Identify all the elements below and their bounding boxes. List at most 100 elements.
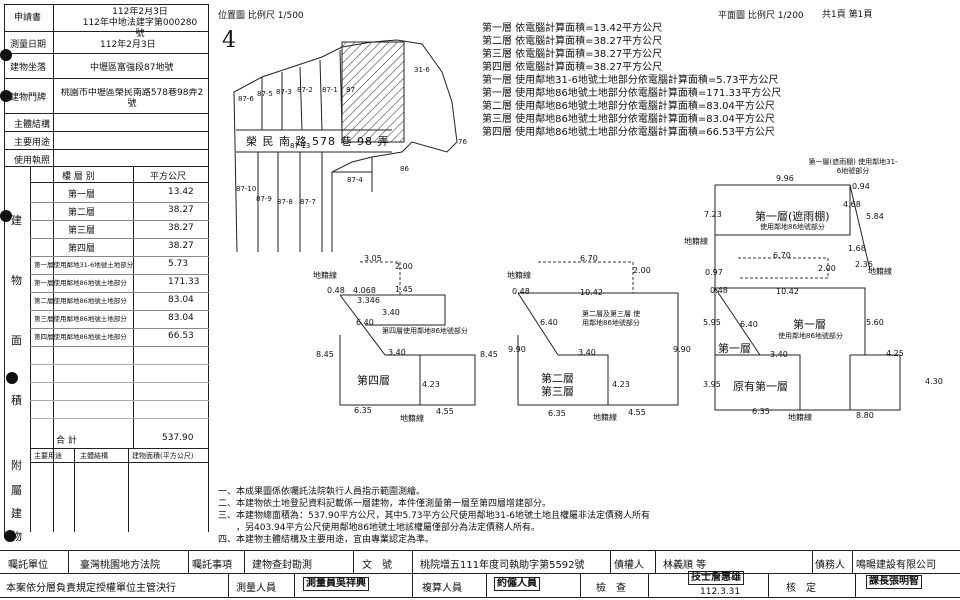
boundary-label: 地籍線	[593, 413, 617, 422]
dim: 5.60	[866, 318, 884, 327]
dim: 6.35	[354, 406, 372, 415]
attached-side-char: 物	[11, 530, 22, 543]
dim: 2.00	[818, 264, 836, 273]
commission-unit-label: 囑託單位	[8, 560, 48, 571]
structure-label: 主體結構	[14, 120, 51, 130]
recalc-label: 複算人員	[422, 583, 462, 594]
area-summary-line: 第三層 使用鄰地86地號土地部分依電腦計算面積=83.04平方公尺	[482, 114, 775, 125]
dim: 10.42	[776, 287, 799, 296]
area-value: 66.53	[168, 331, 194, 341]
area-floor-label: 第一層使用鄰地31-6地號土地部分	[34, 261, 134, 269]
area-floor-label: 第三層	[68, 226, 96, 236]
area-summary-line: 第二層 依電腦計算面積=38.27平方公尺	[482, 36, 663, 47]
note-line: 一、本成果圖係依囑託法院執行人員指示範圍測繪。	[218, 487, 426, 497]
parcel-label: 87	[346, 86, 355, 94]
note-line: ，另403.94平方公尺使用鄰地86地號土地該權屬僅部分為法定債務人所有。	[218, 523, 540, 533]
area-floor-label: 第四層	[68, 244, 96, 254]
floor4-sub: 第四層使用鄰地86地號部分	[382, 327, 468, 335]
parcel-label: 87-4	[347, 176, 363, 184]
dim: 0.48	[512, 287, 530, 296]
boundary-label: 地籍線	[507, 271, 531, 280]
parcel-label: 86	[400, 165, 409, 173]
area-header-floor: 樓 層 別	[62, 172, 95, 182]
dim: 2.36	[855, 260, 873, 269]
floor1-plan-svg	[714, 184, 901, 411]
address-value: 桃園市中壢區榮民南路578巷98弄2號	[60, 88, 204, 109]
authorization-note: 本案依分層負責規定授權單位主管決行	[6, 583, 176, 594]
area-value: 38.27	[168, 223, 194, 233]
dim: 9.90	[508, 345, 526, 354]
dim: 4.23	[612, 380, 630, 389]
area-summary-line: 第三層 依電腦計算面積=38.27平方公尺	[482, 49, 663, 60]
dim: 3.95	[703, 380, 721, 389]
survey-date-label: 測量日期	[10, 40, 47, 50]
location-label: 建物坐落	[10, 63, 47, 73]
surveyor-stamp: 測量員吳祥興	[303, 577, 369, 591]
original-floor1-room: 原有第一層	[733, 380, 788, 393]
dim: 6.70	[773, 251, 791, 260]
dim: 6.40	[356, 318, 374, 327]
commission-item-label: 囑託事項	[192, 560, 232, 571]
dim: 0.94	[852, 182, 870, 191]
area-value: 38.27	[168, 241, 194, 251]
parcel-label: 87-3	[276, 88, 292, 96]
dim: 4.23	[422, 380, 440, 389]
approve-label: 核 定	[786, 583, 816, 594]
rain-cover-room: 第一層(遮雨棚)	[755, 210, 830, 223]
plan-title: 平面圖 比例尺 1/200	[718, 11, 804, 21]
dim: 4.068	[353, 286, 376, 295]
dim: 3.346	[357, 296, 380, 305]
doc-number-label: 文 號	[362, 560, 392, 571]
notes: 一、本成果圖係依囑託法院執行人員指示範圍測繪。二、本建物依土地登記資料記載係一層…	[218, 486, 650, 546]
dim: 10.42	[580, 288, 603, 297]
floor1-left-room: 第一層	[718, 342, 751, 355]
dim: 9.90	[673, 345, 691, 354]
apply-label: 申請書	[14, 13, 42, 23]
dim: 4.30	[925, 377, 943, 386]
location-map-svg	[233, 39, 458, 252]
note-line: 四、本建物主體結構及主要用途，宜由專業認定為準。	[218, 535, 435, 545]
dim: 4.55	[436, 407, 454, 416]
dim: 3.40	[578, 348, 596, 357]
rain-cover-sub: 使用鄰地86地號部分	[760, 223, 825, 231]
boundary-label: 地籍線	[684, 237, 708, 246]
floor4-room: 第四層	[357, 374, 390, 387]
floor2-3-plan-svg	[517, 261, 679, 406]
dim: 3.05	[364, 254, 382, 263]
dim: 3.40	[770, 350, 788, 359]
dim: 1.68	[848, 244, 866, 253]
dim: 4.25	[886, 349, 904, 358]
commission-unit: 臺灣桃園地方法院	[80, 560, 160, 571]
dim: 6.35	[752, 407, 770, 416]
debtor-label: 債務人	[815, 560, 845, 571]
recalc-stamp: 約僱人員	[494, 577, 540, 591]
dim: 0.48	[327, 286, 345, 295]
dim: 6.70	[580, 254, 598, 263]
floor1-mid-sub: 使用鄰地86地號部分	[778, 332, 843, 340]
area-floor-label: 第一層	[68, 190, 96, 200]
north-arrow-icon: 4	[222, 28, 236, 53]
dim: 7.23	[704, 210, 722, 219]
creditor: 林義順 等	[663, 560, 707, 571]
boundary-label: 地籍線	[400, 414, 424, 423]
attached-area-header: 建物面積(平方公尺)	[132, 452, 194, 460]
inspect-date: 112.3.31	[700, 587, 741, 597]
road-label: 榮 民 南 路 578 巷 98 弄	[246, 135, 390, 148]
area-value: 38.27	[168, 205, 194, 215]
area-value: 13.42	[168, 187, 194, 197]
attached-side-char: 屬	[11, 484, 22, 497]
dim: 6.40	[740, 320, 758, 329]
attached-use-header: 主要用途	[34, 452, 62, 460]
attached-side-char: 附	[11, 459, 22, 472]
commission-item: 建物查封勘測	[252, 560, 312, 571]
parcel-label: 87-1	[322, 86, 338, 94]
area-summary-line: 第一層 依電腦計算面積=13.42平方公尺	[482, 23, 663, 34]
boundary-label: 地籍線	[788, 413, 812, 422]
area-floor-label: 第一層使用鄰地86地號土地部分	[34, 279, 127, 287]
dim: 8.80	[856, 411, 874, 420]
dim: 5.95	[703, 318, 721, 327]
boundary-label: 地籍線	[313, 271, 337, 280]
debtor: 鳴暘建設有限公司	[856, 560, 936, 571]
area-summary-line: 第一層 使用鄰地31-6地號土地部分依電腦計算面積=5.73平方公尺	[482, 75, 779, 86]
parcel-label: 87-10	[236, 185, 257, 193]
